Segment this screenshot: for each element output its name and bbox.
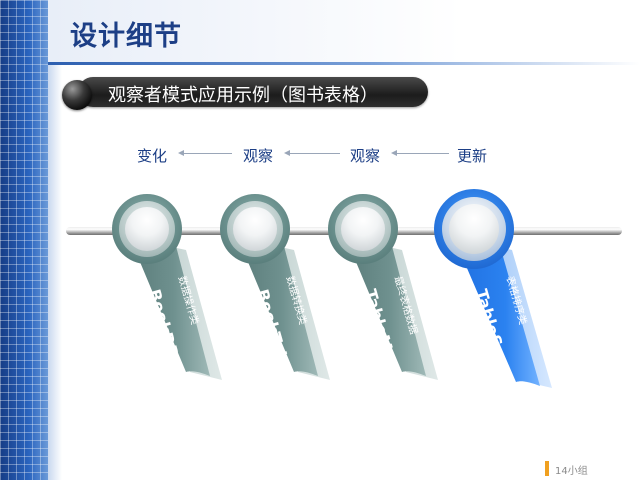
- ribbon-bookdb: [130, 238, 222, 380]
- flow-arrow-2: [284, 150, 340, 156]
- flow-label-change: 变化: [137, 147, 168, 165]
- subtitle-text: 观察者模式应用示例（图书表格）: [108, 85, 378, 106]
- flow-arrow-3: [391, 150, 449, 156]
- footer-page-label: 14小组: [555, 466, 588, 477]
- flow-label-observe-2: 观察: [350, 147, 381, 165]
- flow-arrow-1: [178, 150, 232, 156]
- ring-inner-disc: [125, 207, 169, 251]
- flow-label-update: 更新: [457, 147, 488, 165]
- subtitle-bullet-ball: [62, 80, 92, 110]
- left-grid-strip: [0, 0, 48, 480]
- ring-inner-disc: [341, 207, 385, 251]
- subtitle-pill: [78, 77, 428, 107]
- ring-inner-disc: [449, 204, 499, 254]
- ribbon-booktable: [238, 238, 330, 380]
- ribbon-tablesorter: [454, 238, 552, 388]
- title-bar: [48, 0, 640, 62]
- left-strip-fade: [48, 0, 62, 480]
- title-underline: [48, 62, 640, 65]
- ring-inner-disc: [233, 207, 277, 251]
- footer-accent-bar: [545, 461, 549, 476]
- page-title: 设计细节: [70, 21, 182, 52]
- flow-label-observe-1: 观察: [243, 147, 274, 165]
- ribbon-tablemodel: [346, 238, 438, 380]
